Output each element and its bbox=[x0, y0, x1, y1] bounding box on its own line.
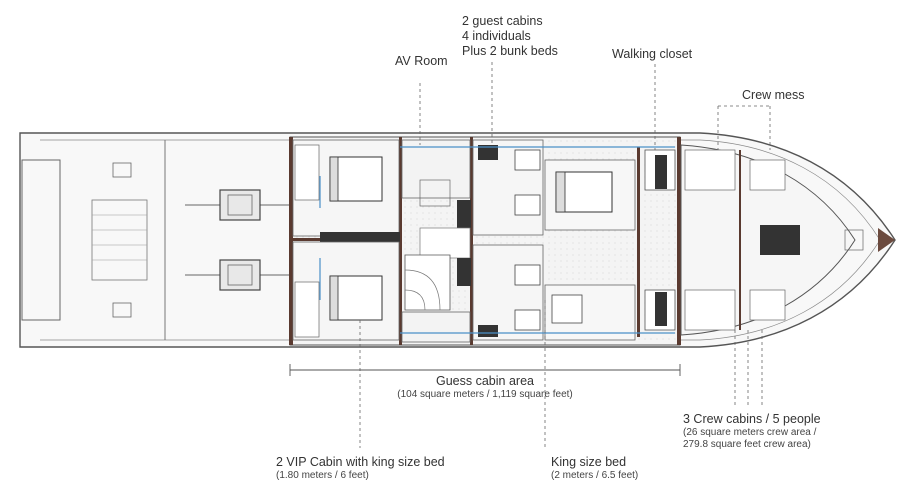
av-room-area bbox=[401, 139, 471, 343]
walking-closet bbox=[644, 149, 676, 331]
label-guest-cabins-line3: Plus 2 bunk beds bbox=[462, 44, 558, 58]
guest-twin-cabins bbox=[472, 139, 544, 341]
label-king-bed-title: King size bed bbox=[551, 455, 627, 469]
label-guest-area: Guess cabin area (104 square meters / 1,… bbox=[385, 374, 585, 401]
guest-area-dimension bbox=[289, 364, 681, 376]
label-vip-cabin: 2 VIP Cabin with king size bed (1.80 met… bbox=[276, 455, 445, 482]
blue-accent-lines bbox=[319, 146, 675, 334]
king-bed-vip-bottom bbox=[329, 275, 383, 321]
vip-cabin-bottom bbox=[292, 241, 400, 341]
av-console bbox=[457, 200, 471, 228]
label-guest-cabins: 2 guest cabins 4 individuals Plus 2 bunk… bbox=[462, 14, 558, 59]
aft-deck-step-lines bbox=[92, 214, 147, 261]
master-cabin bbox=[544, 159, 636, 341]
engine-room bbox=[185, 189, 290, 291]
label-guest-area-detail: (104 square meters / 1,119 square feet) bbox=[397, 389, 573, 400]
spiral-stair bbox=[404, 254, 451, 311]
label-crew-cabins-detail2: 279.8 square feet crew area) bbox=[683, 439, 811, 450]
label-crew-mess: Crew mess bbox=[742, 88, 805, 102]
bow-locker bbox=[844, 229, 864, 251]
engine-bottom bbox=[219, 259, 261, 291]
label-king-bed: King size bed (2 meters / 6.5 feet) bbox=[551, 455, 638, 482]
label-king-bed-detail: (2 meters / 6.5 feet) bbox=[551, 470, 639, 481]
aft-swim-platform bbox=[21, 159, 61, 321]
leader-lines bbox=[359, 62, 771, 448]
label-guest-cabins-line1: 2 guest cabins bbox=[462, 14, 543, 28]
king-bed-vip-top bbox=[329, 156, 383, 202]
label-crew-cabins-detail1: (26 square meters crew area / bbox=[683, 427, 817, 438]
label-vip-cabin-title: 2 VIP Cabin with king size bed bbox=[276, 455, 445, 469]
label-crew-cabins-title: 3 Crew cabins / 5 people bbox=[683, 412, 821, 426]
wardrobe-vip-top bbox=[320, 232, 400, 242]
label-walking-closet: Walking closet bbox=[612, 47, 693, 61]
vip-cabin-top bbox=[292, 139, 400, 242]
engine-top bbox=[219, 189, 261, 221]
crew-area bbox=[680, 144, 864, 336]
label-av-room: AV Room bbox=[395, 54, 448, 68]
label-vip-cabin-detail: (1.80 meters / 6 feet) bbox=[276, 470, 369, 481]
crew-mess-table bbox=[760, 225, 800, 255]
stair-landing bbox=[419, 227, 471, 259]
bow-tip bbox=[878, 228, 895, 252]
label-guest-area-title: Guess cabin area bbox=[436, 374, 534, 388]
label-crew-cabins: 3 Crew cabins / 5 people (26 square mete… bbox=[683, 412, 821, 451]
label-guest-cabins-line2: 4 individuals bbox=[462, 29, 531, 43]
aft-deck-steps bbox=[91, 199, 148, 281]
bollard-bottom bbox=[112, 302, 132, 318]
bollard-top bbox=[112, 162, 132, 178]
